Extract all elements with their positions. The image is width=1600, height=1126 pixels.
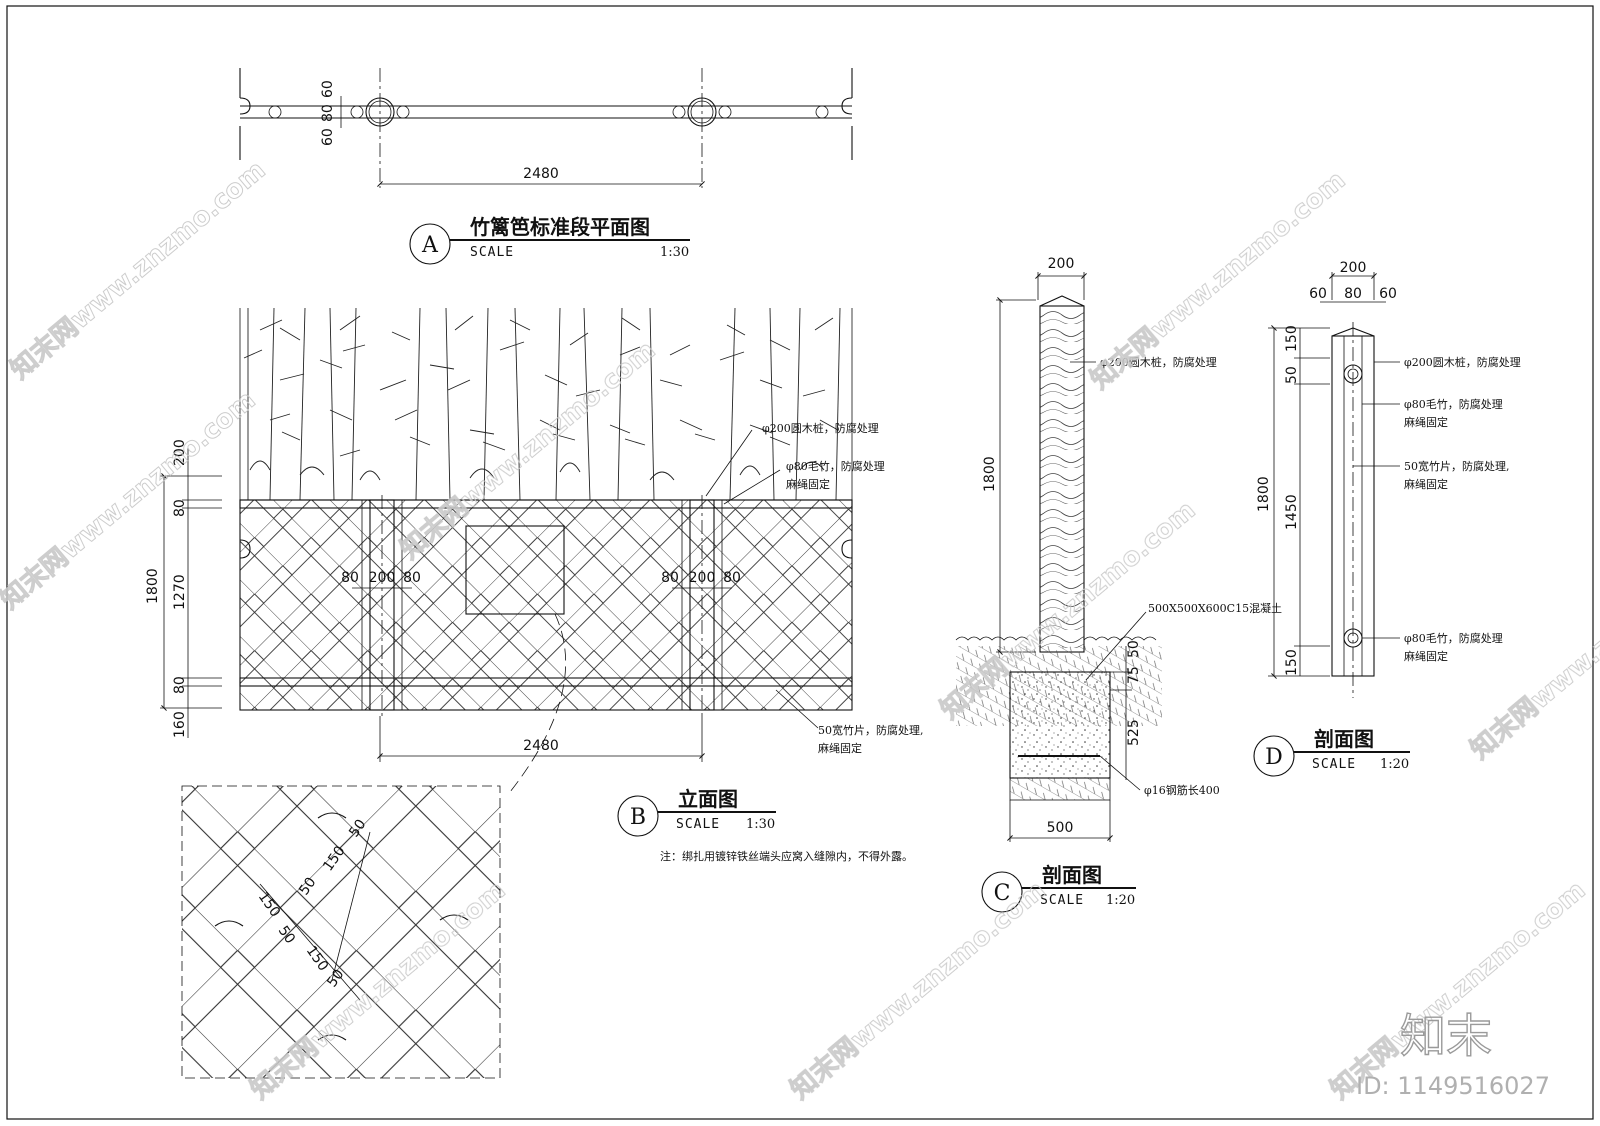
section-d-title-circle	[1253, 735, 1295, 777]
section-d-dim-height: 1800	[1256, 476, 1272, 512]
section-c-title: 剖面图	[1042, 863, 1102, 887]
section-c-dim-525: 525	[1126, 719, 1142, 746]
section-c-dim-75: 75	[1126, 666, 1142, 684]
sheet-border	[6, 5, 1594, 1120]
plan-a-title-circle	[409, 223, 451, 265]
brand-logo: 知末	[1400, 1009, 1492, 1063]
elev-dim-rail2: 80	[172, 676, 188, 694]
elev-label-bamboo-b: 麻绳固定	[786, 477, 830, 491]
plan-a-scale-ratio: 1:30	[660, 245, 689, 260]
plan-a-title-block: A 竹篱笆标准段平面图 SCALE 1:30	[409, 215, 690, 265]
watermark-text: 知末网www.znzmo.com	[1465, 535, 1600, 765]
elev-label-bamboo-a: φ80毛竹，防腐处理	[786, 459, 885, 473]
plan-a: 2480 60 80 60	[239, 68, 853, 188]
elev-dim-mid: 1270	[172, 574, 188, 610]
elevation-b-note: 注：绑扎用镀锌铁丝端头应窝入缝隙内，不得外露。	[660, 849, 913, 863]
section-d-label-bamboo-b: 麻绳固定	[1404, 415, 1448, 429]
section-d-title-letter: D	[1265, 745, 1283, 770]
section-d-label-bamboo2-b: 麻绳固定	[1404, 649, 1448, 663]
elevation-b: 80 200 80 80 200 80 1800 200 80 1270 80 …	[145, 307, 924, 793]
elev-post-left-dim-1: 80	[341, 570, 359, 586]
section-c-scale-label: SCALE	[1040, 893, 1084, 908]
section-d-dim-w: 200	[1340, 260, 1367, 276]
watermark-text: 知末网www.znzmo.com	[1325, 875, 1591, 1105]
section-c-label-post: φ200圆木桩，防腐处理	[1100, 355, 1217, 369]
section-d-title: 剖面图	[1314, 727, 1374, 751]
elevation-b-title-letter: B	[630, 805, 646, 830]
plan-dim-span: 2480	[523, 166, 559, 182]
section-d-dim-top: 150	[1284, 325, 1300, 352]
section-d-dim-m: 80	[1344, 286, 1362, 302]
section-c-title-letter: C	[994, 881, 1011, 906]
plan-a-title: 竹篱笆标准段平面图	[469, 215, 650, 239]
section-d-dim-bottom: 150	[1284, 649, 1300, 676]
plan-dim-d1: 60	[320, 80, 336, 98]
elevation-b-title-circle	[617, 795, 659, 837]
section-c-dim-height: 1800	[982, 456, 998, 492]
elev-label-post: φ200圆木桩，防腐处理	[762, 421, 879, 435]
watermark-text: 知末网www.znzmo.com	[0, 385, 261, 615]
elev-post-right-dim-2: 200	[689, 570, 716, 586]
section-c-title-circle	[981, 871, 1023, 913]
lattice-detail: 50 150 50 150 50 150 50	[181, 785, 501, 1079]
section-c-dim-base: 500	[1047, 820, 1074, 836]
elev-dim-span: 2480	[523, 738, 559, 754]
section-c-footing	[1010, 672, 1110, 778]
elevation-b-title: 立面图	[678, 787, 738, 811]
section-d-label-bamboo2-a: φ80毛竹，防腐处理	[1404, 631, 1503, 645]
section-c: 200 1800 50 75 525 500 φ200圆木桩，防腐处理 500X…	[955, 256, 1282, 842]
section-c-label-concrete: 500X500X600C15混凝土	[1148, 601, 1282, 615]
section-c-dim-50: 50	[1126, 640, 1142, 658]
watermark-text: 知末网www.znzmo.com	[5, 155, 271, 385]
section-d-label-strip-b: 麻绳固定	[1404, 477, 1448, 491]
section-d-label-bamboo-a: φ80毛竹，防腐处理	[1404, 397, 1503, 411]
elev-dim-total: 1800	[145, 568, 161, 604]
plan-dim-d3: 60	[320, 128, 336, 146]
elev-dim-bottom: 160	[172, 711, 188, 738]
plan-dim-d2: 80	[320, 104, 336, 122]
section-c-dim-top: 200	[1048, 256, 1075, 272]
bamboo-grove-illustration	[243, 307, 841, 501]
elev-post-left-dim-2: 200	[369, 570, 396, 586]
elev-post-left-dim-3: 80	[403, 570, 421, 586]
section-d-scale-label: SCALE	[1312, 757, 1356, 772]
elevation-b-scale-label: SCALE	[676, 817, 720, 832]
section-d-scale-ratio: 1:20	[1380, 757, 1409, 772]
section-c-title-block: C 剖面图 SCALE 1:20	[981, 863, 1136, 913]
watermark-text: 知末网www.znzmo.com	[1085, 165, 1351, 395]
elevation-b-scale-ratio: 1:30	[746, 817, 775, 832]
image-id: ID: 1149516027	[1356, 1072, 1550, 1100]
section-c-label-rebar: φ16钢筋长400	[1144, 783, 1220, 797]
elev-dim-rail1: 80	[172, 499, 188, 517]
section-d-dim-l: 60	[1309, 286, 1327, 302]
section-d-dim-mid: 1450	[1284, 494, 1300, 530]
section-d-label-strip-a: 50宽竹片，防腐处理,	[1404, 459, 1510, 473]
elev-post-right-dim-3: 80	[723, 570, 741, 586]
section-d-title-block: D 剖面图 SCALE 1:20	[1253, 727, 1410, 777]
section-d-label-post: φ200圆木桩，防腐处理	[1404, 355, 1521, 369]
elev-dim-top: 200	[172, 439, 188, 466]
elev-label-strip-b: 麻绳固定	[818, 741, 862, 755]
section-c-post	[1040, 306, 1084, 652]
section-c-scale-ratio: 1:20	[1106, 893, 1135, 908]
section-d-dim-50: 50	[1284, 366, 1300, 384]
plan-a-title-letter: A	[421, 233, 439, 258]
plan-post-right	[687, 97, 717, 127]
watermark-text: 知末网www.znzmo.com	[785, 875, 1051, 1105]
section-d-dim-r: 60	[1379, 286, 1397, 302]
section-d-bamboo-top	[1343, 364, 1363, 384]
plan-a-scale-label: SCALE	[470, 245, 514, 260]
lattice-panel	[240, 500, 852, 710]
plan-post-left	[365, 97, 395, 127]
elev-label-strip-a: 50宽竹片，防腐处理,	[818, 723, 924, 737]
elev-post-right-dim-1: 80	[661, 570, 679, 586]
section-d: 200 60 80 60 1800 150 50 1450 150 φ200圆木…	[1256, 260, 1521, 698]
elevation-b-title-block: B 立面图 SCALE 1:30 注：绑扎用镀锌铁丝端头应窝入缝隙内，不得外露。	[617, 787, 913, 863]
